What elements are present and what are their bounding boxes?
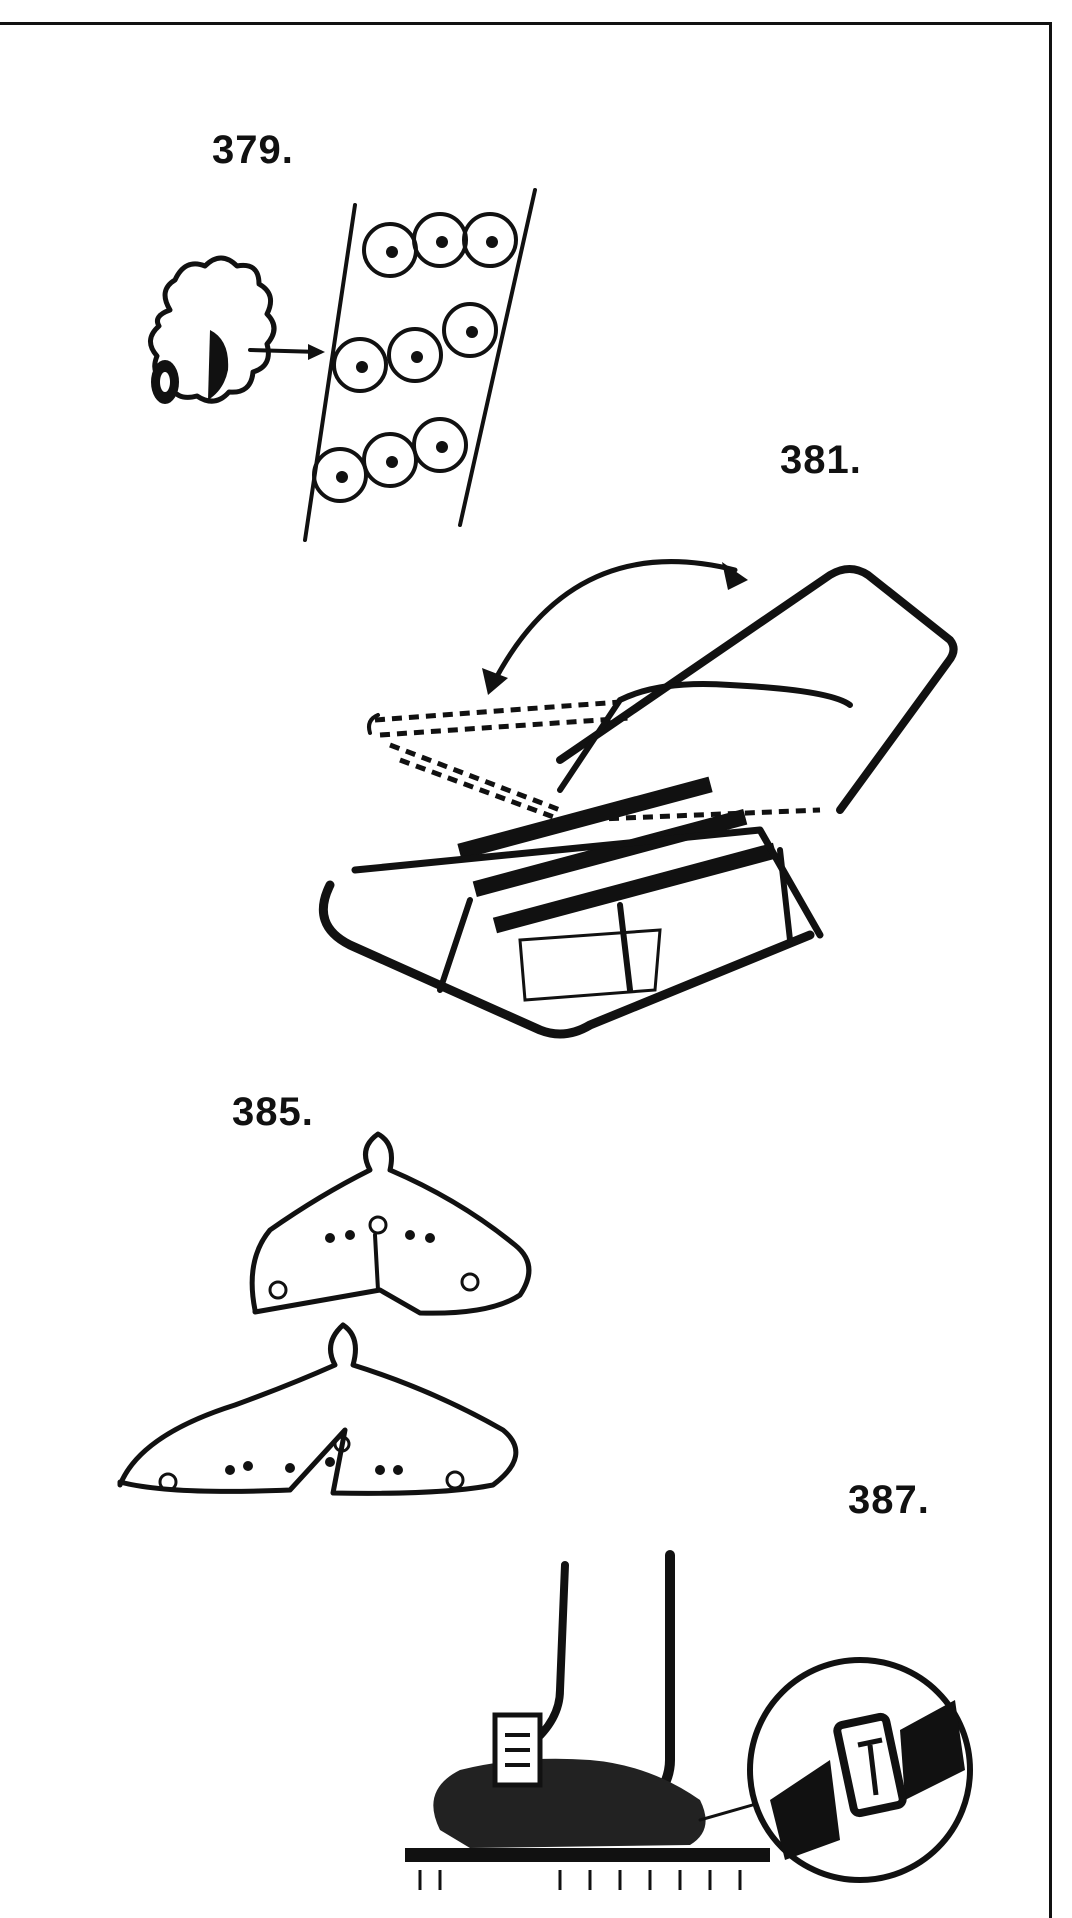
figure-label-379: 379. (212, 128, 294, 172)
frame-top-border (0, 22, 1052, 25)
figure-label-387: 387. (848, 1478, 930, 1522)
large-flower-button-icon (148, 255, 277, 404)
figure-label-381: 381. (780, 438, 862, 482)
frame-right-border (1049, 22, 1052, 1918)
figure-label-385: 385. (232, 1090, 314, 1134)
